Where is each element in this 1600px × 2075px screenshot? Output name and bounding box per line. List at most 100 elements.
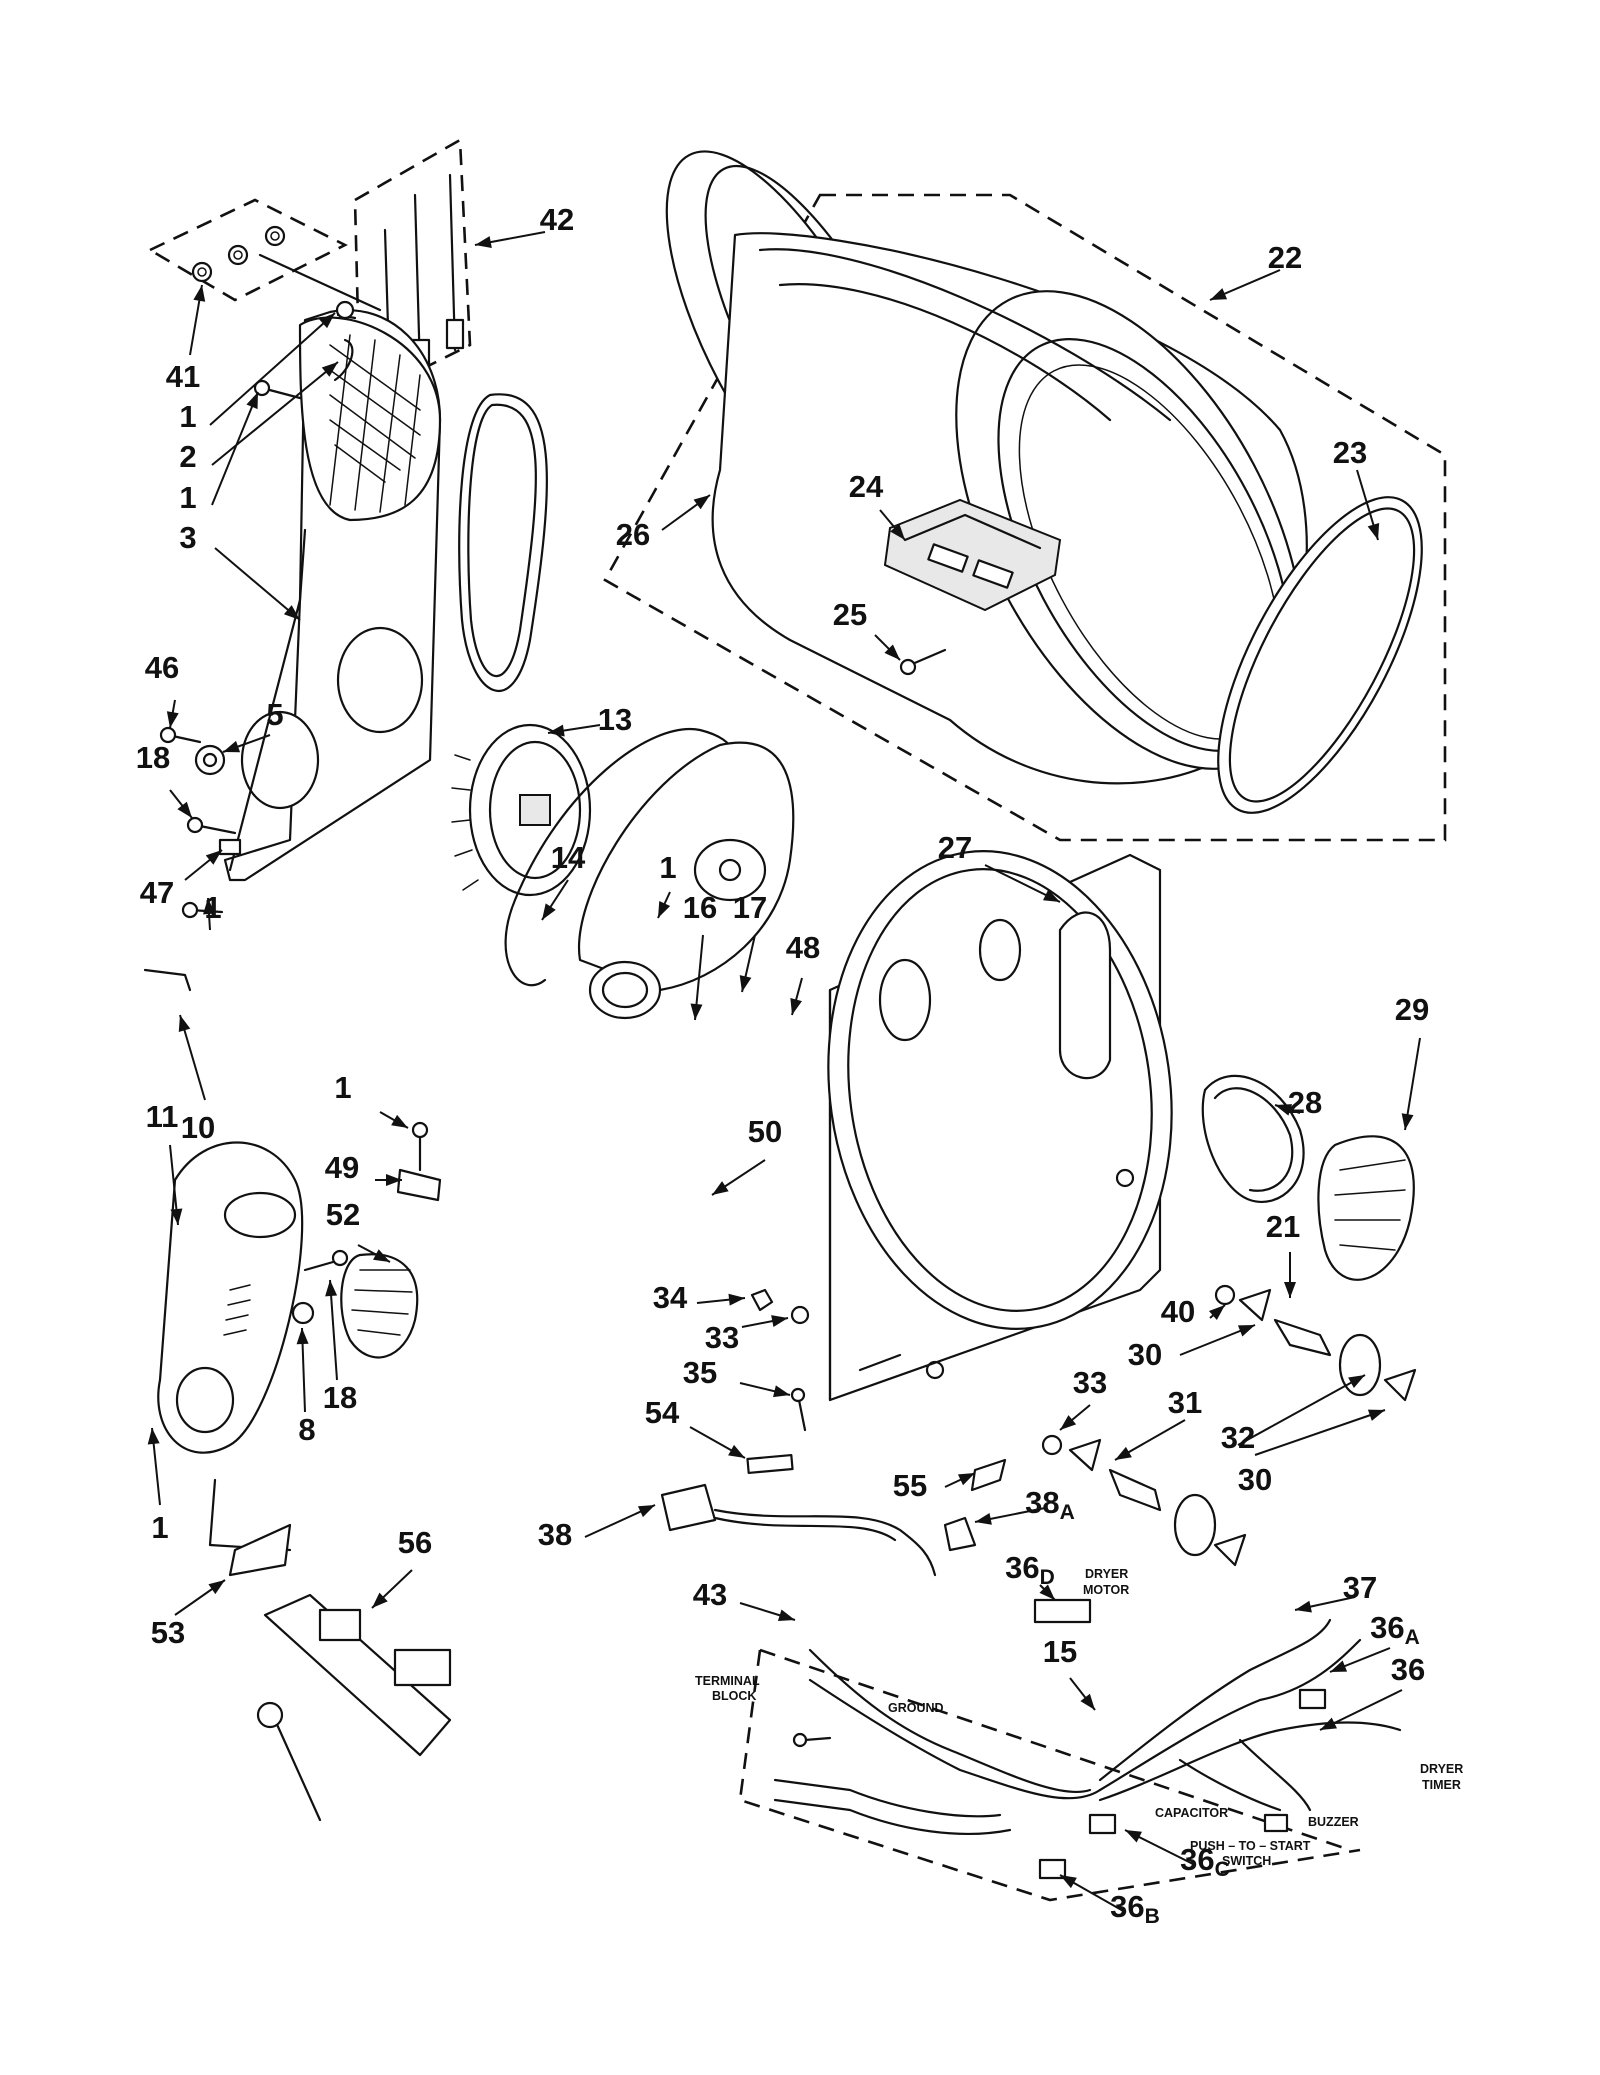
arrow-head-c52 [373,1249,390,1262]
harness-labels: TERMINAL BLOCK GROUND DRYER MOTOR CAPACI… [695,1567,1463,1868]
arrow-head-c30a [1237,1325,1255,1337]
leader-line-c32 [1237,1374,1366,1446]
callout-c13: 13 [598,702,632,737]
callout-c49: 49 [325,1150,359,1185]
arrow-head-c53 [208,1580,225,1595]
callout-c1a: 1 [179,399,196,434]
callout-c14: 14 [551,840,586,875]
wiring-harness-36 [738,1598,1402,1902]
drive-belt-13 [458,393,548,692]
callout-c1d: 1 [659,850,676,885]
label-ground: GROUND [888,1701,944,1715]
callout-c1e: 1 [334,1070,351,1105]
label-push-to-start-2: SWITCH [1222,1854,1271,1868]
arrow-head-c34 [728,1293,745,1306]
arrow-head-c10 [178,1015,191,1033]
callout-c36a: 36A [1370,1610,1420,1649]
arrow-head-c37 [1295,1600,1312,1613]
arrow-head-c14 [542,903,556,920]
callout-c10: 10 [181,1110,215,1145]
arrow-head-c33b [1060,1415,1077,1430]
label-dryer-timer-1: DRYER [1420,1762,1463,1776]
leader-line-c30b [1254,1409,1386,1456]
callout-c38: 38 [538,1517,572,1552]
leader-arrows [147,231,1421,1913]
arrow-head-c28 [1275,1104,1293,1116]
arrow-head-c21 [1284,1282,1296,1298]
arrow-head-c46 [166,711,179,728]
callout-c55: 55 [893,1468,927,1503]
arrow-head-c40 [1208,1305,1225,1321]
power-cord-38 [660,1483,937,1577]
callout-c22: 22 [1268,240,1302,275]
blower-cover-11 [157,1141,304,1454]
arrow-head-c29 [1401,1113,1414,1130]
arrow-head-c1a [319,313,335,329]
callout-sub-c38a: A [1060,1501,1075,1524]
callout-c5: 5 [266,697,283,732]
callout-c50: 50 [748,1114,782,1149]
arrow-head-c17 [739,975,752,992]
label-capacitor: CAPACITOR [1155,1806,1228,1820]
callout-c48: 48 [786,930,820,965]
callout-c36d: 36D [1005,1550,1055,1589]
label-dryer-motor-1: DRYER [1085,1567,1128,1581]
arrow-head-c50 [712,1181,729,1195]
callout-c16: 16 [683,890,717,925]
callout-c27: 27 [938,830,972,865]
arrow-head-c18b [325,1280,338,1297]
arrow-head-c33a [771,1315,788,1327]
leader-line-c18b [329,1279,338,1381]
callout-c24: 24 [849,469,884,504]
callout-c36: 36 [1391,1652,1425,1687]
leader-line-c2 [211,361,339,466]
arrow-head-c47 [205,850,222,865]
arrow-head-c36b [1060,1875,1077,1889]
callout-c54: 54 [645,1395,680,1430]
arrow-head-c32 [1348,1375,1365,1388]
callout-c3: 3 [179,520,196,555]
arrow-head-c1d [658,900,671,918]
leader-line-c1a [209,312,336,426]
drum-rollers [1041,1284,1417,1567]
arrow-head-c23 [1367,522,1380,540]
front-bulkhead-27 [827,850,1173,1402]
arrow-head-c30b [1367,1409,1385,1421]
arrow-head-c55 [957,1473,975,1486]
arrow-head-c1b [246,392,258,410]
arrow-head-c36d [1039,1584,1055,1600]
callout-c33b: 33 [1073,1365,1107,1400]
arrow-head-c5 [223,740,241,753]
arrow-head-c54 [728,1444,745,1458]
arrow-head-c36a [1330,1660,1348,1672]
arrow-head-c22 [1210,288,1228,300]
arrow-head-c27 [1042,889,1060,902]
callout-c42: 42 [540,202,574,237]
arrow-head-c35 [773,1385,790,1398]
arrow-head-c11 [170,1208,183,1225]
callout-c31: 31 [1168,1385,1202,1420]
arrow-head-c1e [391,1114,408,1128]
label-push-to-start-1: PUSH – TO – START [1190,1839,1311,1853]
arrow-head-c41 [193,285,206,302]
arrow-head-c8 [296,1328,309,1345]
label-terminal-1: TERMINAL [695,1674,760,1688]
callout-c1b: 1 [179,480,196,515]
callout-sub-c36b: B [1145,1905,1160,1928]
callout-c1c: 1 [204,890,221,925]
callout-c32: 32 [1221,1420,1255,1455]
arrow-head-c1f [147,1428,160,1445]
hardware-kit-41 [147,198,348,302]
callout-c17: 17 [733,890,767,925]
callout-c8: 8 [298,1412,315,1447]
arrow-head-c56 [372,1592,388,1608]
callout-c56: 56 [398,1525,432,1560]
callout-c40: 40 [1161,1294,1195,1329]
arrow-head-c43 [777,1609,795,1622]
drum-assembly [603,150,1447,842]
callout-c18a: 18 [136,740,170,775]
arrow-head-c2 [321,362,338,377]
arrow-head-c31 [1115,1446,1132,1460]
arrow-head-c16 [690,1003,703,1020]
